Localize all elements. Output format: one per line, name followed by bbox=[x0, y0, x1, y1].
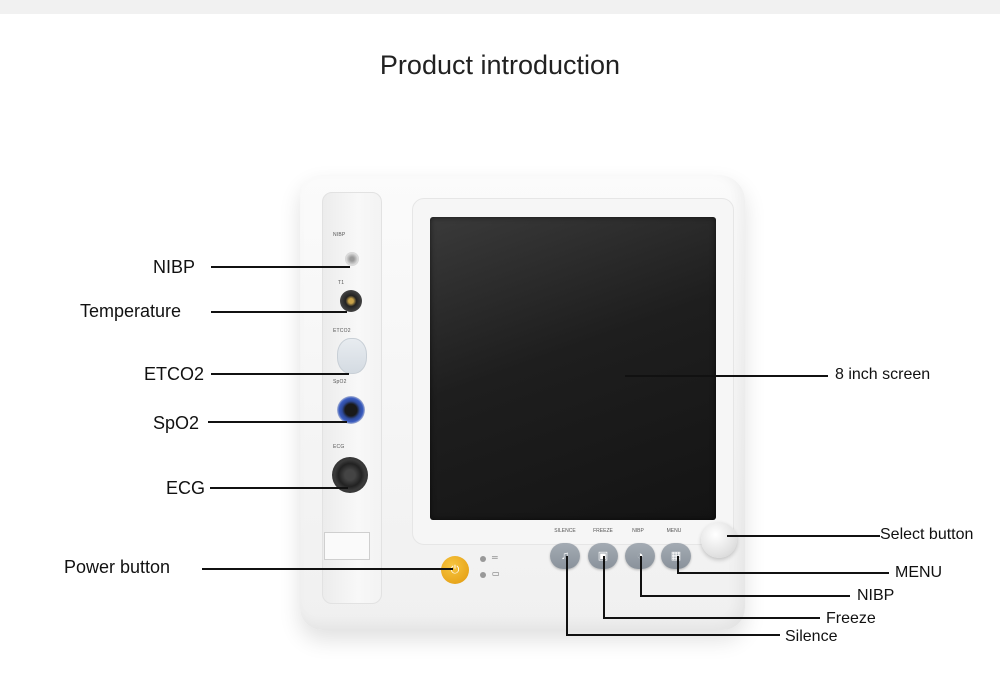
ac-power-icon: ═ bbox=[492, 553, 498, 562]
leader-ecg bbox=[210, 487, 348, 489]
silence-button-caption: SILENCE bbox=[554, 528, 576, 534]
top-strip bbox=[0, 0, 1000, 14]
callout-nibp: NIBP bbox=[153, 257, 196, 277]
callout-nibp-button: NIBP bbox=[857, 587, 895, 604]
select-knob[interactable] bbox=[701, 522, 737, 558]
leader-silence-v bbox=[566, 556, 568, 636]
callout-etco2: ETCO2 bbox=[144, 364, 205, 384]
silence-button[interactable]: ♫ bbox=[550, 543, 580, 569]
callout-silence: Silence bbox=[785, 628, 838, 645]
menu-button[interactable]: ▦ bbox=[661, 543, 691, 569]
port-label-etco2: ETCO2 bbox=[333, 328, 351, 334]
callout-screen: 8 inch screen bbox=[835, 366, 931, 383]
recorder-slot bbox=[324, 532, 370, 560]
leader-nibp-btn-v bbox=[640, 556, 642, 597]
bell-mute-icon: ♫ bbox=[560, 550, 570, 562]
battery-led bbox=[480, 572, 486, 578]
power-icon: ⏻ bbox=[450, 564, 460, 576]
power-button[interactable]: ⏻ bbox=[441, 556, 469, 584]
callout-ecg: ECG bbox=[166, 478, 206, 498]
leader-etco2 bbox=[211, 373, 349, 375]
callout-temperature: Temperature bbox=[80, 301, 182, 321]
leader-silence-h bbox=[566, 634, 780, 636]
leader-nibp bbox=[211, 266, 350, 268]
nibp-button-caption: NIBP bbox=[632, 528, 644, 534]
leader-freeze-v bbox=[603, 556, 605, 619]
spo2-port bbox=[337, 396, 365, 424]
leader-nibp-btn-h bbox=[640, 595, 850, 597]
callout-spo2: SpO2 bbox=[153, 413, 200, 433]
nibp-port bbox=[345, 252, 359, 266]
port-label-ecg: ECG bbox=[333, 444, 345, 450]
battery-icon: ▭ bbox=[492, 569, 500, 578]
monitor-screen bbox=[430, 217, 716, 520]
leader-power bbox=[202, 568, 453, 570]
freeze-button-caption: FREEZE bbox=[593, 528, 613, 534]
port-label-spo2: SpO2 bbox=[333, 379, 347, 385]
callout-menu: MENU bbox=[895, 564, 943, 581]
port-label-t1: T1 bbox=[338, 280, 345, 286]
port-label-nibp: NIBP bbox=[333, 232, 346, 238]
leader-screen bbox=[625, 375, 828, 377]
callout-freeze: Freeze bbox=[826, 610, 876, 627]
leader-select bbox=[727, 535, 880, 537]
callout-power-button: Power button bbox=[64, 557, 171, 577]
leader-freeze-h bbox=[603, 617, 820, 619]
ac-led bbox=[480, 556, 486, 562]
etco2-port bbox=[337, 338, 367, 374]
page-title: Product introduction bbox=[379, 50, 621, 80]
leader-menu-h bbox=[677, 572, 889, 574]
leader-temperature bbox=[211, 311, 347, 313]
menu-icon: ▦ bbox=[670, 550, 682, 562]
temperature-port bbox=[340, 290, 362, 312]
menu-button-caption: MENU bbox=[666, 528, 682, 534]
leader-menu-v bbox=[677, 556, 679, 573]
leader-spo2 bbox=[208, 421, 347, 423]
callout-select-button: Select button bbox=[880, 526, 974, 543]
